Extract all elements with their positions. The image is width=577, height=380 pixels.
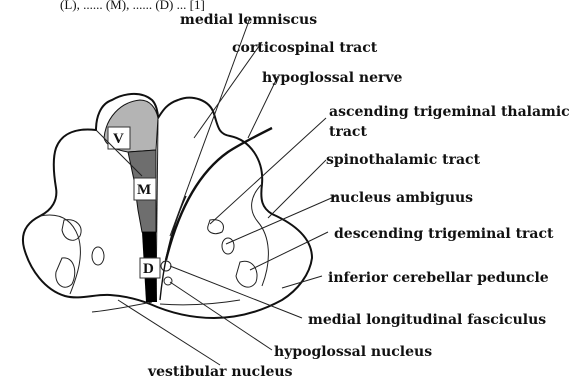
left-small-nucleus	[92, 247, 104, 265]
label-nucleus-ambiguus: nucleus ambiguus	[330, 190, 473, 206]
region-m-letter: M	[137, 182, 151, 198]
label-corticospinal-tract: corticospinal tract	[232, 40, 378, 56]
label-hypoglossal-nucleus: hypoglossal nucleus	[274, 344, 432, 360]
label-medial-longitudinal-fasciculus: medial longitudinal fasciculus	[308, 312, 546, 328]
region-v-letter: V	[113, 131, 124, 147]
leader-medial-longitudinal-fasciculus	[170, 266, 302, 318]
label-inferior-cerebellar-peduncle: inferior cerebellar peduncle	[328, 270, 549, 286]
floor-line-left	[92, 302, 152, 312]
label-hypoglossal-nerve: hypoglossal nerve	[262, 70, 403, 86]
label-descending-trigeminal-tract: descending trigeminal tract	[334, 226, 554, 242]
descending-trigeminal-nucleus-shape	[222, 238, 234, 254]
label-spinothalamic-tract: spinothalamic tract	[326, 152, 481, 168]
left-peduncle-shape	[56, 258, 75, 287]
inner-contour-left	[40, 215, 80, 294]
leader-vestibular-nucleus	[118, 300, 220, 365]
leader-descending-trigeminal	[250, 232, 328, 270]
label-medial-lemniscus: medial lemniscus	[180, 12, 317, 28]
leader-nucleus-ambiguus	[226, 196, 336, 244]
label-ascending-trigeminal-thalamic-1: ascending trigeminal thalamic	[329, 104, 570, 120]
label-ascending-trigeminal-thalamic-2: tract	[329, 124, 367, 140]
region-d-letter: D	[143, 261, 154, 277]
inferior-cerebellar-peduncle-shape	[236, 261, 257, 287]
leader-spinothalamic-tract	[268, 160, 326, 218]
medulla-outline	[23, 94, 312, 318]
label-vestibular-nucleus: vestibular nucleus	[147, 364, 293, 380]
leader-inferior-cerebellar-peduncle	[282, 276, 322, 288]
caption-fragment: (L), ...... (M), ...... (D) ... [1]	[60, 0, 205, 12]
leader-corticospinal-tract	[194, 42, 262, 138]
mlf-circle	[164, 277, 172, 285]
inner-contour-right	[252, 184, 269, 286]
nucleus-ambiguus-shape	[208, 220, 224, 234]
hypoglossal-nerve-fibre	[166, 128, 272, 260]
